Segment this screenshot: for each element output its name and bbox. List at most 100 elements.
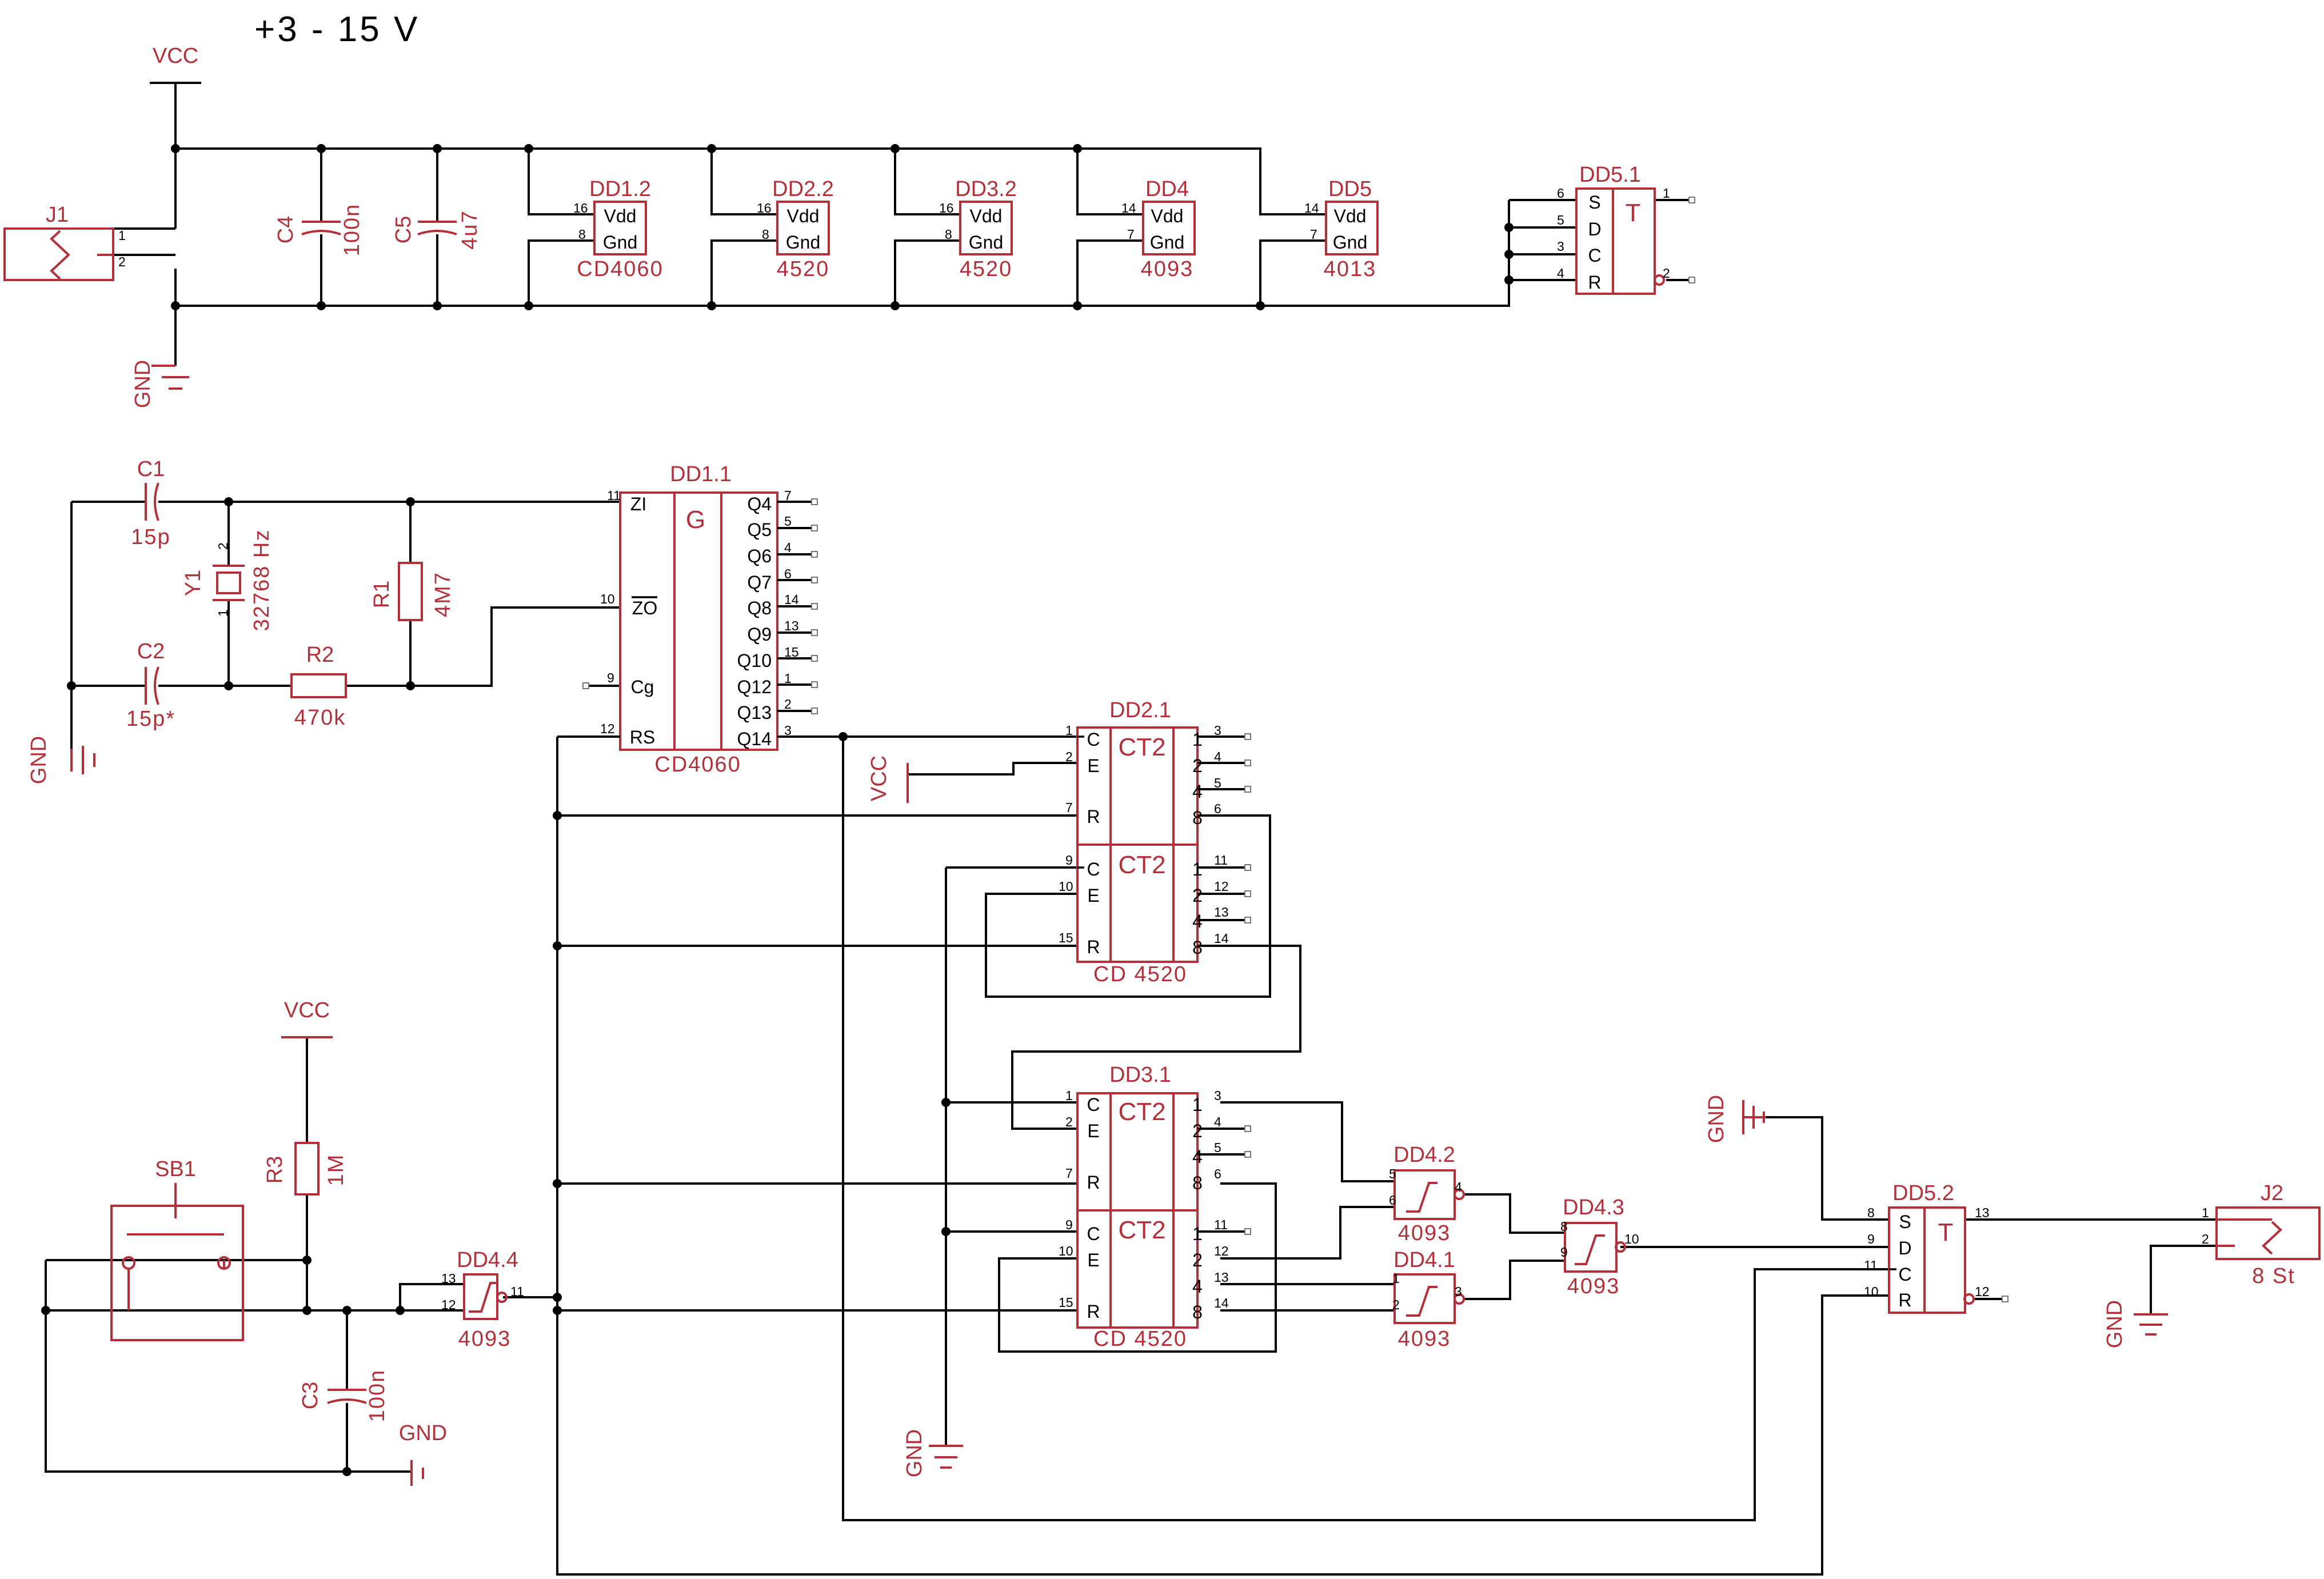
schematic-label: GND	[131, 360, 155, 408]
schematic-label: GND	[399, 1421, 447, 1445]
schematic-label: 16	[573, 201, 588, 215]
schematic-label: 4093	[458, 1327, 512, 1351]
schematic-label: J2	[2261, 1181, 2283, 1205]
schematic-label: C	[1087, 859, 1100, 880]
schematic-label: DD3.2	[955, 177, 1017, 201]
schematic-label: C2	[137, 639, 165, 663]
schematic-label: 8	[1192, 1173, 1203, 1193]
schematic-label: Cg	[631, 677, 654, 697]
power-junctions	[171, 144, 1514, 310]
schematic-label: 3	[1455, 1284, 1462, 1299]
dd2-2-power-block	[776, 201, 830, 255]
schematic-label: Gnd	[603, 232, 637, 253]
schematic-label: 4013	[1324, 257, 1377, 281]
cg-pad	[582, 682, 589, 689]
dd4-1-gate	[1393, 1273, 1465, 1324]
schematic-label: CD 4520	[1093, 1327, 1187, 1351]
schematic-label: 6	[1214, 1166, 1221, 1181]
r3-resistor	[294, 1142, 320, 1196]
logic-junctions	[553, 732, 951, 1315]
schematic-label: 7	[1065, 800, 1073, 815]
dd4-4-gate	[463, 1273, 508, 1320]
schematic-label: 4093	[1141, 257, 1194, 281]
schematic-label: 5	[1214, 1140, 1221, 1155]
schematic-label: D	[1588, 219, 1601, 239]
schematic-label: 15p*	[126, 707, 175, 731]
schematic-label: DD4.2	[1393, 1143, 1455, 1167]
schematic-label: C4	[274, 216, 298, 244]
schematic-label: 4M7	[431, 571, 455, 617]
schematic-label: 9	[1867, 1232, 1875, 1246]
schematic-label: 10	[600, 591, 615, 606]
schematic-label: 3	[1557, 239, 1564, 254]
schematic-label: 470k	[294, 706, 346, 730]
c2-capacitor	[145, 666, 159, 705]
schematic-label: 1	[1192, 1094, 1203, 1115]
schematic-label: RS	[630, 727, 655, 747]
schematic-label: S	[1588, 192, 1600, 213]
schematic-label: CD4060	[654, 753, 741, 777]
dd1-1-output-pads	[811, 498, 818, 714]
dd5-1-out-wires	[1655, 199, 1692, 281]
ic-power-stubs	[528, 149, 1326, 306]
schematic-label: 2	[1065, 1114, 1073, 1129]
schematic-label: 10	[1059, 879, 1073, 894]
schematic-label: 6	[1214, 801, 1221, 816]
schematic-label: 10	[1864, 1284, 1879, 1299]
schematic-label: C	[1588, 245, 1601, 266]
dd5-2-flipflop	[1888, 1206, 1975, 1314]
schematic-label: 2	[1192, 755, 1203, 776]
schematic-label: Gnd	[969, 232, 1003, 253]
schematic-label: Q6	[747, 546, 772, 566]
gnd-clock-bus	[945, 866, 1077, 1446]
schematic-label: 1	[784, 671, 792, 686]
schematic-label: 4520	[960, 257, 1013, 281]
schematic-label: CT2	[1118, 1216, 1165, 1244]
c3-capacitor	[327, 1389, 367, 1404]
schematic-label: 11	[1864, 1258, 1878, 1273]
schematic-label: Q14	[737, 729, 772, 749]
schematic-label: GND	[1704, 1095, 1728, 1143]
schematic-label: Q5	[747, 519, 772, 540]
schematic-label: R1	[370, 581, 394, 609]
schematic-label: 14	[784, 592, 799, 607]
schematic-label: 7	[784, 488, 792, 503]
schematic-label: 13	[784, 618, 799, 633]
schematic-label: 13	[1214, 905, 1229, 920]
schematic-label: 1	[1392, 1271, 1400, 1286]
dd1-2-power-block	[593, 201, 647, 255]
reset-branches	[557, 814, 1077, 1312]
schematic-label: 1M	[324, 1154, 348, 1186]
schematic-label: 15	[1059, 930, 1073, 945]
dd3-1-q8-loop	[998, 1182, 1277, 1353]
schematic-label: 3	[784, 723, 792, 738]
schematic-label: DD4.1	[1393, 1248, 1455, 1272]
schematic-label: 2	[2202, 1232, 2209, 1246]
schematic-label: Q7	[747, 572, 772, 593]
schematic-label: DD5	[1328, 177, 1372, 201]
osc-junctions	[67, 497, 415, 690]
schematic-label: 6	[784, 566, 792, 581]
schematic-label: 32768 Hz	[250, 529, 274, 631]
schematic-label: 2	[1663, 266, 1670, 281]
schematic-label: CT2	[1118, 1098, 1165, 1126]
schematic-label: DD1.1	[670, 462, 732, 486]
schematic-label: 4	[1192, 1276, 1203, 1297]
schematic-label: ZI	[630, 494, 646, 514]
schematic-label: 8	[945, 227, 952, 242]
schematic-label: VCC	[867, 755, 891, 801]
schematic-label: 1	[1192, 859, 1203, 880]
schematic-label: 1	[1192, 729, 1203, 750]
c5-capacitor	[417, 221, 457, 235]
schematic-label: C	[1087, 1224, 1100, 1244]
q14-to-clock	[777, 735, 1889, 1521]
schematic-label: 5	[1214, 775, 1221, 790]
schematic-label: 10	[1059, 1244, 1073, 1258]
j2-gnd-wire	[2150, 1245, 2217, 1314]
schematic-label: DD4	[1145, 177, 1189, 201]
schematic-label: C	[1087, 729, 1100, 750]
dd1-1-chip	[619, 491, 778, 751]
schematic-label: E	[1087, 1121, 1099, 1141]
schematic-label: Vdd	[1151, 206, 1184, 226]
schematic-label: 12	[1214, 879, 1229, 894]
